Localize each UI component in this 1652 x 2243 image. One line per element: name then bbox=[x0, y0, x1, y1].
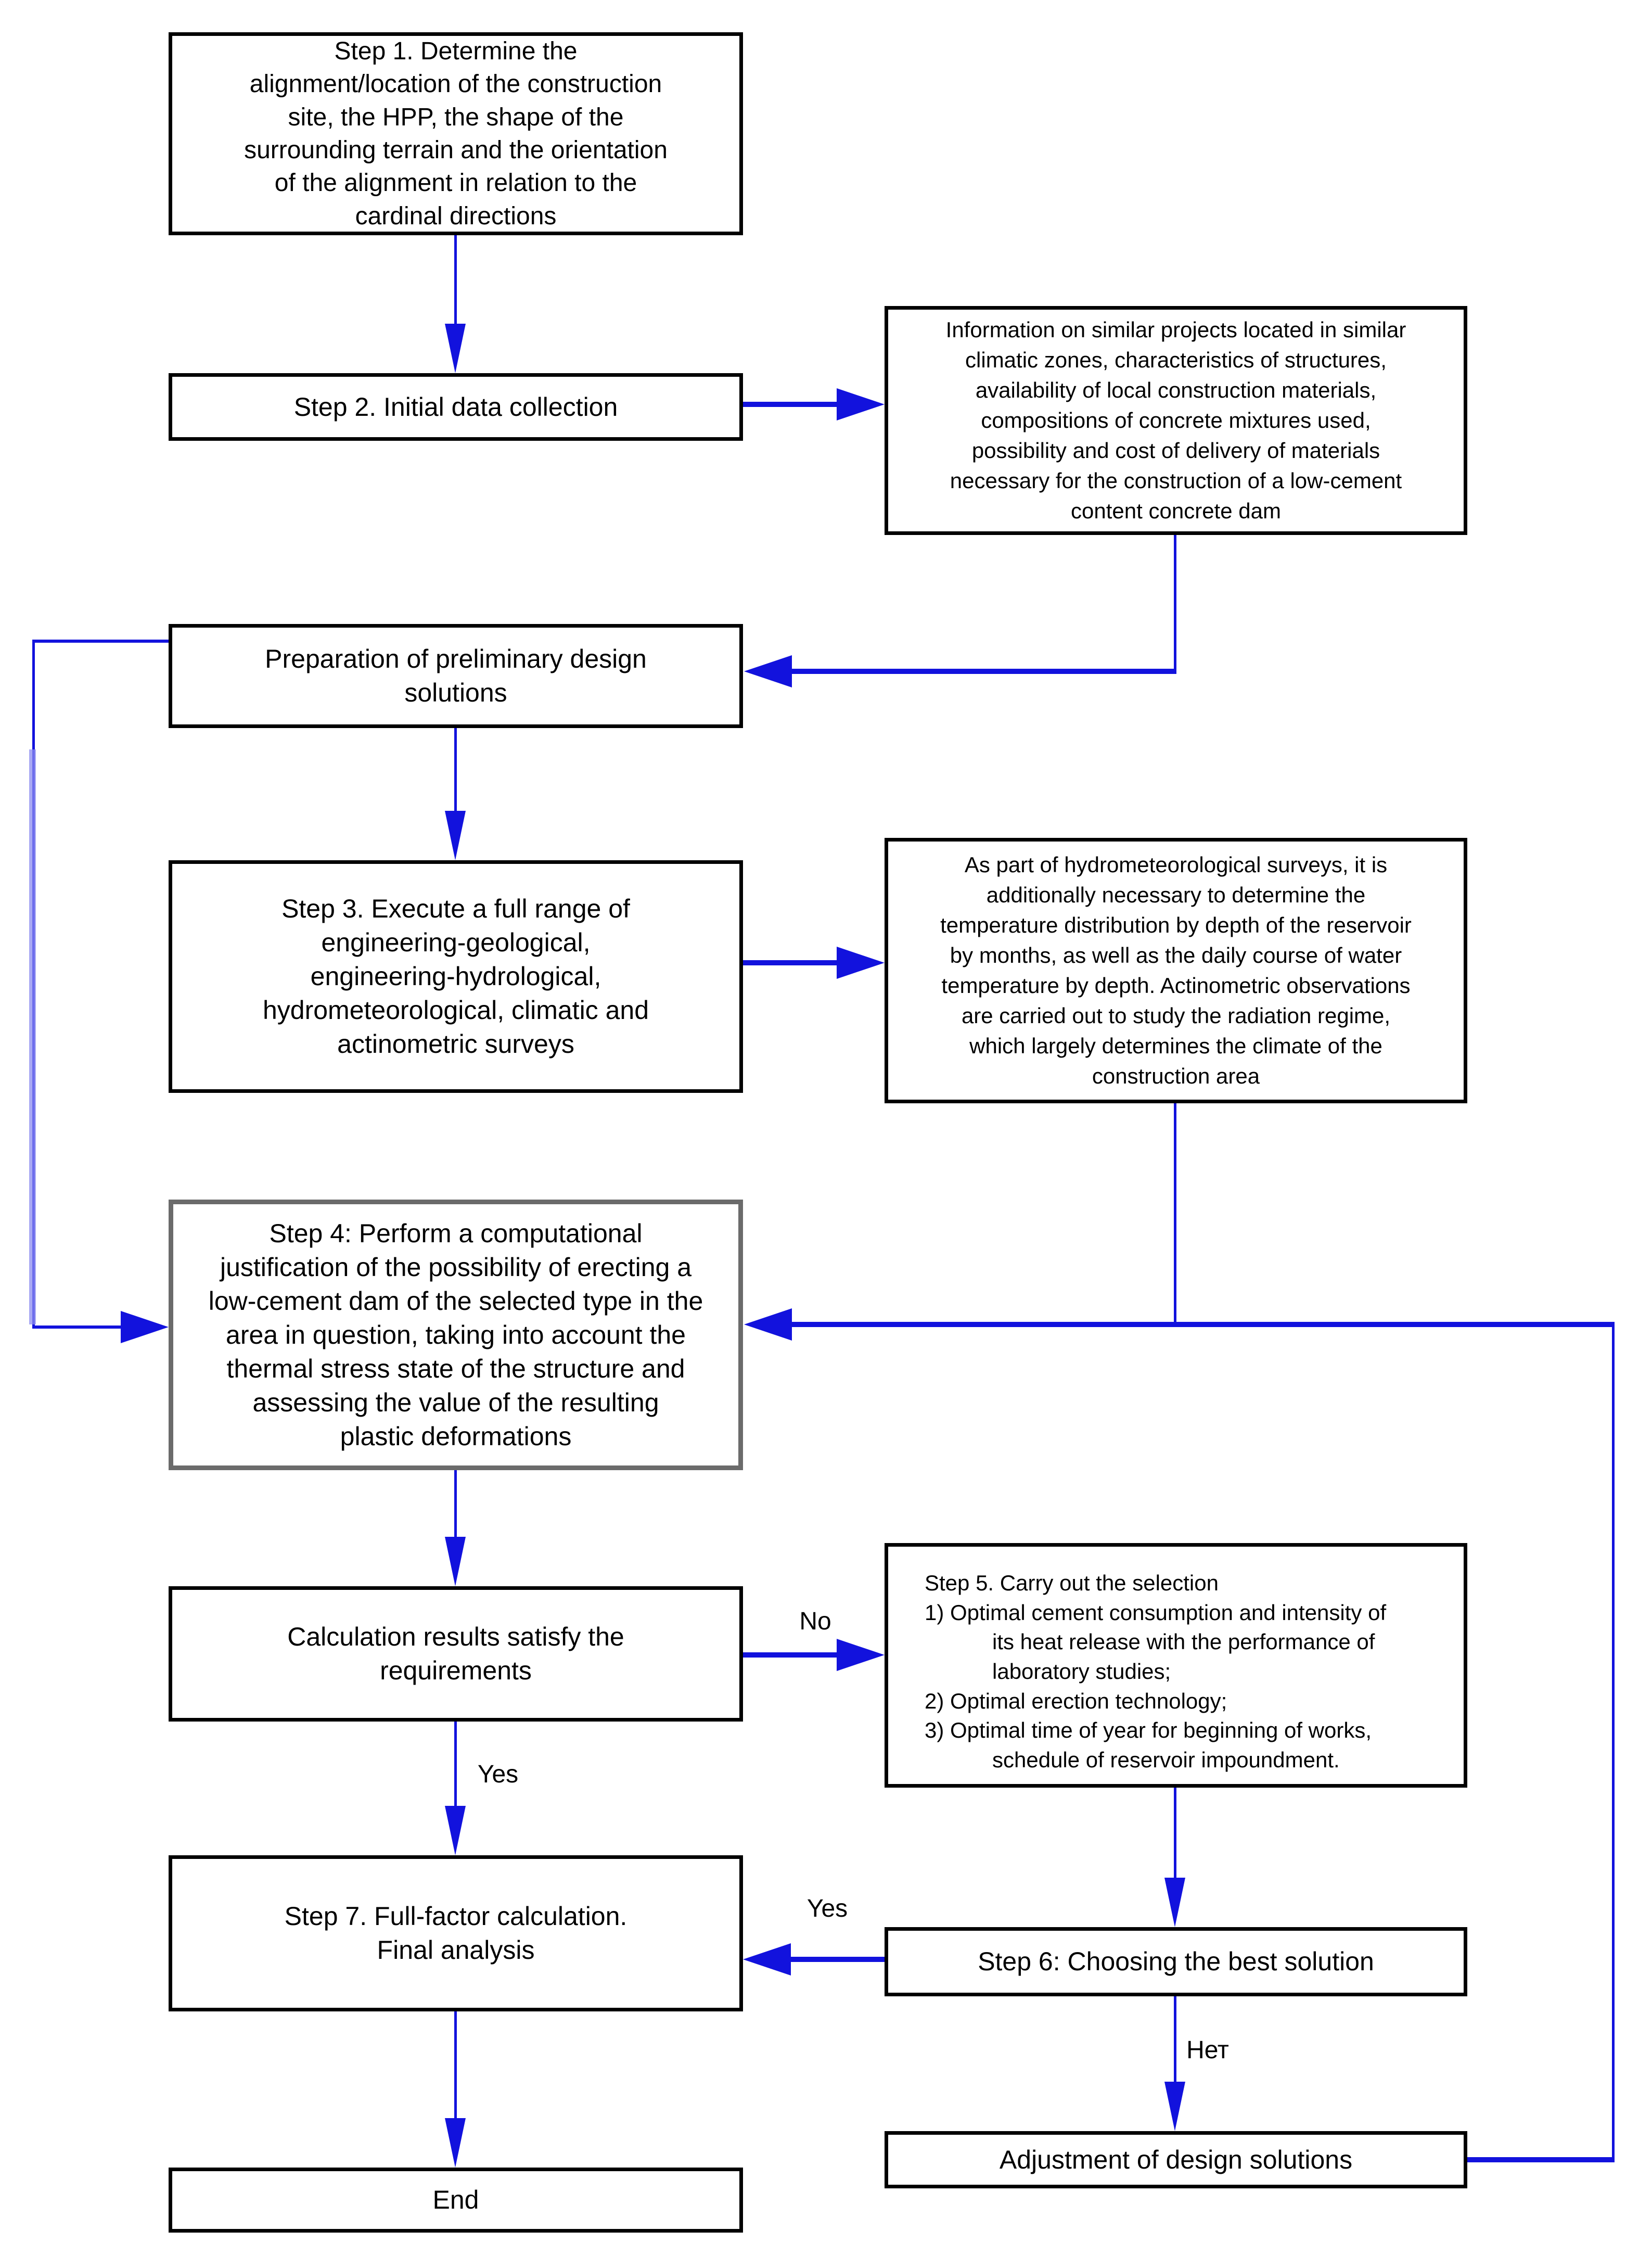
step6-text: Step 6: Choosing the best solution bbox=[978, 1947, 1374, 1976]
step5-content: Step 5. Carry out the selection 1) Optim… bbox=[888, 1547, 1464, 1775]
connector-info1-prep-arrowhead bbox=[744, 655, 792, 687]
flowchart-box-step6: Step 6: Choosing the best solution bbox=[885, 1927, 1467, 1996]
adjustment-text: Adjustment of design solutions bbox=[999, 2145, 1353, 2174]
preparation-text: Preparation of preliminary design soluti… bbox=[265, 644, 647, 707]
connector-step7-end-arrowhead bbox=[445, 2118, 466, 2168]
flowchart-box-step7: Step 7. Full-factor calculation. Final a… bbox=[169, 1855, 743, 2011]
flowchart-box-step5: Step 5. Carry out the selection 1) Optim… bbox=[885, 1543, 1467, 1788]
label-yes-side: Yes bbox=[806, 1895, 848, 1922]
connector-step4-right-arrowhead bbox=[744, 1308, 792, 1341]
connector-right-feedback-rail bbox=[1612, 1322, 1615, 2162]
info-hydromet-surveys-text: As part of hydrometeorological surveys, … bbox=[940, 852, 1412, 1088]
connector-info1-prep-vline bbox=[1174, 535, 1176, 674]
connector-step3-info2-arrowhead bbox=[837, 947, 885, 979]
connector-step5-step6-arrowhead bbox=[1164, 1878, 1185, 1927]
step7-text: Step 7. Full-factor calculation. Final a… bbox=[284, 1902, 627, 1965]
step5-item-1: 1) Optimal cement consumption and intens… bbox=[925, 1600, 1387, 1684]
flowchart-box-adjustment: Adjustment of design solutions bbox=[885, 2131, 1467, 2188]
connector-step1-step2-arrowhead bbox=[445, 324, 466, 373]
flowchart-box-step2: Step 2. Initial data collection bbox=[169, 373, 743, 441]
connector-calc-step7-arrowhead bbox=[445, 1806, 466, 1855]
connector-step7-end-line bbox=[454, 2011, 457, 2122]
info-similar-projects-text: Information on similar projects located … bbox=[945, 317, 1406, 523]
connector-step6-adjust-line bbox=[1174, 1996, 1176, 2085]
connector-info2-step4-vline bbox=[1174, 1103, 1176, 1324]
step1-text: Step 1. Determine the alignment/location… bbox=[244, 37, 668, 230]
connector-feedback-step4-arrowhead bbox=[121, 1311, 169, 1343]
connector-step2-info1-line bbox=[743, 402, 842, 407]
end-text: End bbox=[432, 2185, 479, 2214]
calculation-check-text: Calculation results satisfy the requirem… bbox=[287, 1622, 624, 1685]
connector-info1-prep-hline bbox=[789, 669, 1176, 674]
step3-text: Step 3. Execute a full range of engineer… bbox=[262, 894, 649, 1059]
label-yes-down: Yes bbox=[477, 1761, 519, 1788]
connector-prep-step3-arrowhead bbox=[445, 811, 466, 860]
flowchart-box-step4: Step 4: Perform a computational justific… bbox=[169, 1200, 743, 1470]
flowchart-box-step1: Step 1. Determine the alignment/location… bbox=[169, 32, 743, 235]
step2-text: Step 2. Initial data collection bbox=[293, 392, 618, 422]
connector-prep-feedback-top-hline bbox=[33, 640, 169, 643]
connector-step6-step7-line bbox=[787, 1957, 885, 1962]
connector-prep-feedback-vline-overlay bbox=[29, 749, 36, 1324]
connector-adjust-rail-hline bbox=[1467, 2157, 1615, 2162]
flowchart-box-end: End bbox=[169, 2168, 743, 2233]
connector-step2-info1-arrowhead bbox=[837, 388, 885, 420]
connector-step1-step2-line bbox=[454, 235, 457, 328]
flowchart-box-step3: Step 3. Execute a full range of engineer… bbox=[169, 860, 743, 1093]
flowchart-box-preparation: Preparation of preliminary design soluti… bbox=[169, 624, 743, 728]
connector-step6-step7-arrowhead bbox=[743, 1943, 791, 1976]
connector-step4-right-hline bbox=[787, 1322, 1615, 1327]
connector-prep-feedback-bottom-hline bbox=[33, 1326, 125, 1329]
flowchart-box-calculation-check: Calculation results satisfy the requirem… bbox=[169, 1586, 743, 1722]
connector-calc-step5-line bbox=[743, 1652, 842, 1658]
connector-step5-step6-line bbox=[1174, 1788, 1176, 1881]
connector-step4-calc-line bbox=[454, 1470, 457, 1540]
step5-item-2: 2) Optimal erection technology; bbox=[925, 1688, 1227, 1713]
connector-calc-step7-line bbox=[454, 1722, 457, 1809]
flowchart-box-info-similar-projects: Information on similar projects located … bbox=[885, 306, 1467, 535]
step4-text: Step 4: Perform a computational justific… bbox=[208, 1218, 703, 1451]
flowchart-box-info-hydromet-surveys: As part of hydrometeorological surveys, … bbox=[885, 838, 1467, 1103]
label-net: Нет bbox=[1186, 2036, 1229, 2064]
connector-prep-step3-line bbox=[454, 728, 457, 814]
connector-step6-adjust-arrowhead bbox=[1164, 2082, 1185, 2131]
connector-calc-step5-arrowhead bbox=[837, 1639, 885, 1671]
step5-item-3: 3) Optimal time of year for beginning of… bbox=[925, 1718, 1372, 1773]
label-no: No bbox=[799, 1608, 831, 1635]
step5-title: Step 5. Carry out the selection bbox=[925, 1571, 1219, 1595]
connector-step3-info2-line bbox=[743, 960, 842, 965]
connector-step4-calc-arrowhead bbox=[445, 1537, 466, 1586]
